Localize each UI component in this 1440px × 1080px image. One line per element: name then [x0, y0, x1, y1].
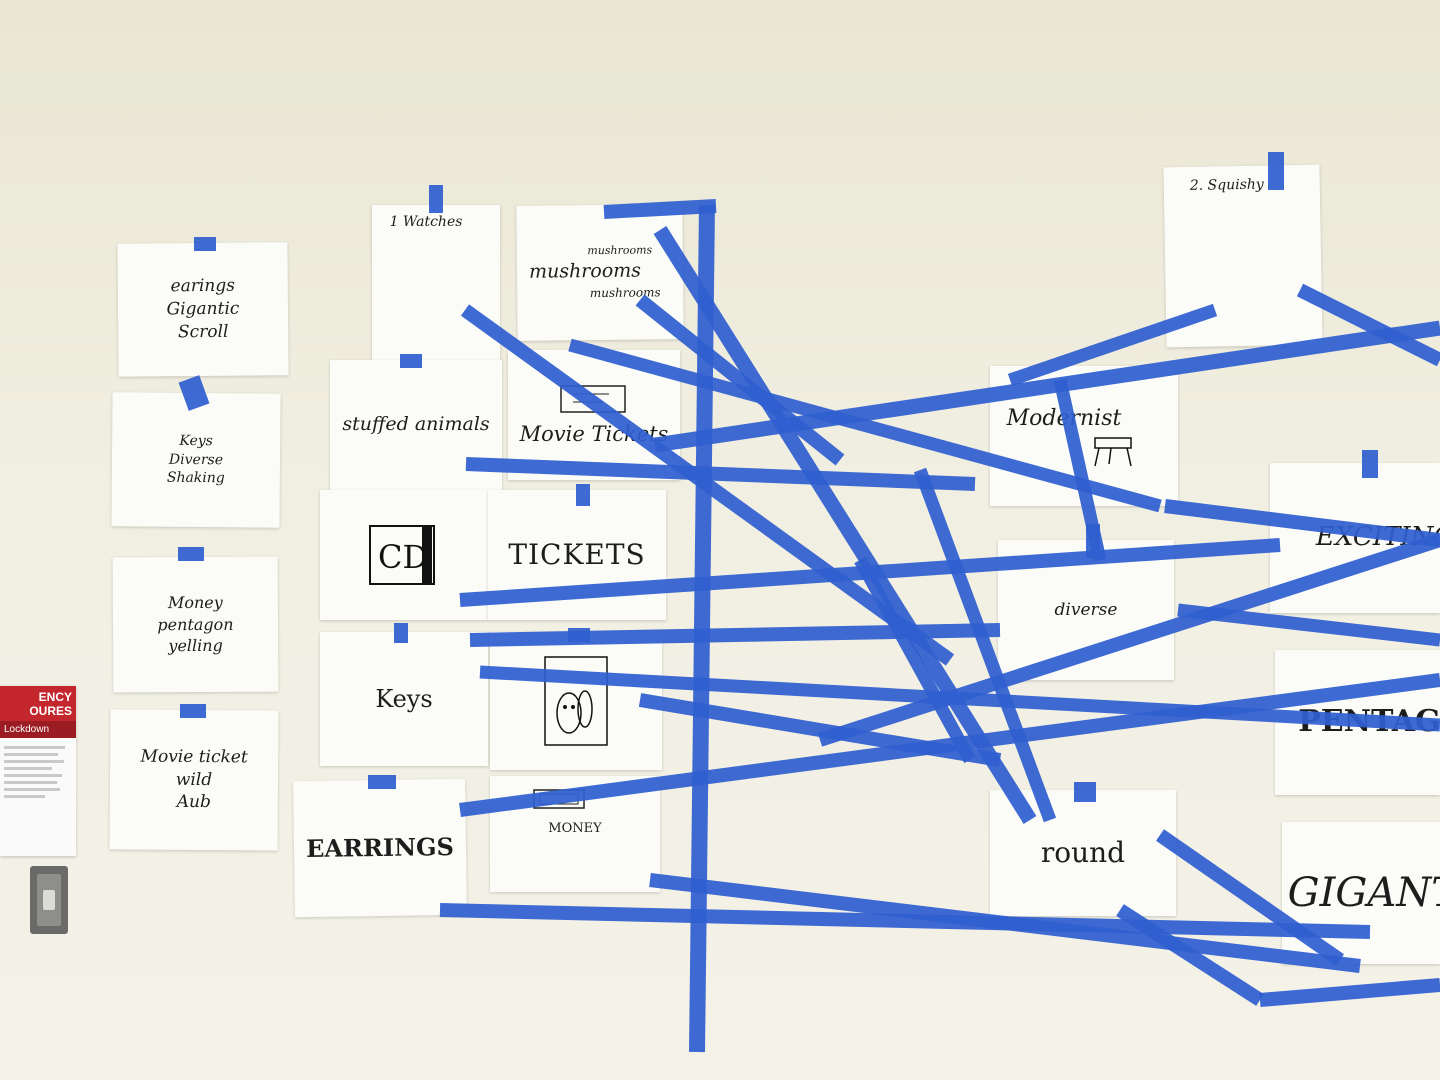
tape-strip-25	[1156, 829, 1344, 966]
sign-title: ENCY OURES	[0, 686, 76, 721]
tape-strip-18	[459, 673, 1440, 817]
tape-strip-26	[854, 556, 976, 764]
tape-piece	[400, 354, 422, 368]
stuffed-animal-drawing-icon	[544, 656, 608, 746]
tape-piece	[368, 775, 396, 789]
tape-piece	[194, 237, 216, 251]
card-stuffed-drawing	[490, 632, 662, 770]
tape-piece	[1268, 152, 1284, 190]
emergency-sign: ENCY OURES Lockdown	[0, 686, 76, 856]
tape-strip-22	[1259, 978, 1440, 1007]
tape-strip-6	[568, 338, 1162, 513]
tape-strip-16	[1296, 283, 1440, 367]
card-text: 1 Watches	[389, 214, 463, 230]
tape-strip-19	[439, 903, 1371, 939]
tape-strip-24	[913, 467, 1057, 823]
table-drawing-icon	[1094, 437, 1132, 467]
sign-subtitle: Lockdown	[0, 721, 76, 738]
tape-piece	[1362, 450, 1378, 478]
card-text: TICKETS	[508, 538, 646, 572]
card-watches: 1 Watches	[372, 205, 500, 365]
tape-strip-23	[1053, 378, 1107, 562]
tape-piece	[178, 547, 204, 561]
tape-piece	[180, 704, 206, 718]
tape-piece	[429, 185, 443, 213]
sign-body	[0, 738, 76, 806]
tape-strip-7	[653, 320, 1440, 453]
card-text: GIGANTIC	[1287, 870, 1440, 916]
tape-piece	[576, 484, 590, 506]
tape-piece	[394, 623, 408, 643]
tape-strip-5	[635, 294, 845, 466]
tape-strip-21	[1116, 904, 1264, 1006]
tape-strip-3	[653, 226, 1037, 824]
card-keys: Keys	[320, 632, 488, 766]
card-text: stuffed animals	[342, 413, 490, 436]
tape-piece	[1074, 782, 1096, 802]
tape-strip-11	[469, 623, 1001, 647]
tape-strip-14	[817, 533, 1440, 747]
cd-case-drawing-icon: CD	[369, 525, 435, 585]
light-switch	[30, 866, 68, 934]
tape-strip-4	[460, 304, 955, 666]
tape-strip-17	[1177, 603, 1440, 647]
cd-label: CD	[378, 538, 428, 576]
tape-strip-20	[649, 873, 1361, 973]
tape-strip-8	[1007, 303, 1218, 387]
tape-strip-2	[603, 199, 717, 219]
card-text: diverse	[1054, 599, 1118, 620]
tape-strip-15	[1164, 499, 1440, 547]
card-text: Keys	[375, 684, 433, 713]
tape-strip-9	[465, 457, 976, 491]
card-text: MONEY	[548, 821, 602, 836]
card-text: round	[1040, 836, 1126, 870]
tape-strip-1	[689, 204, 715, 1053]
